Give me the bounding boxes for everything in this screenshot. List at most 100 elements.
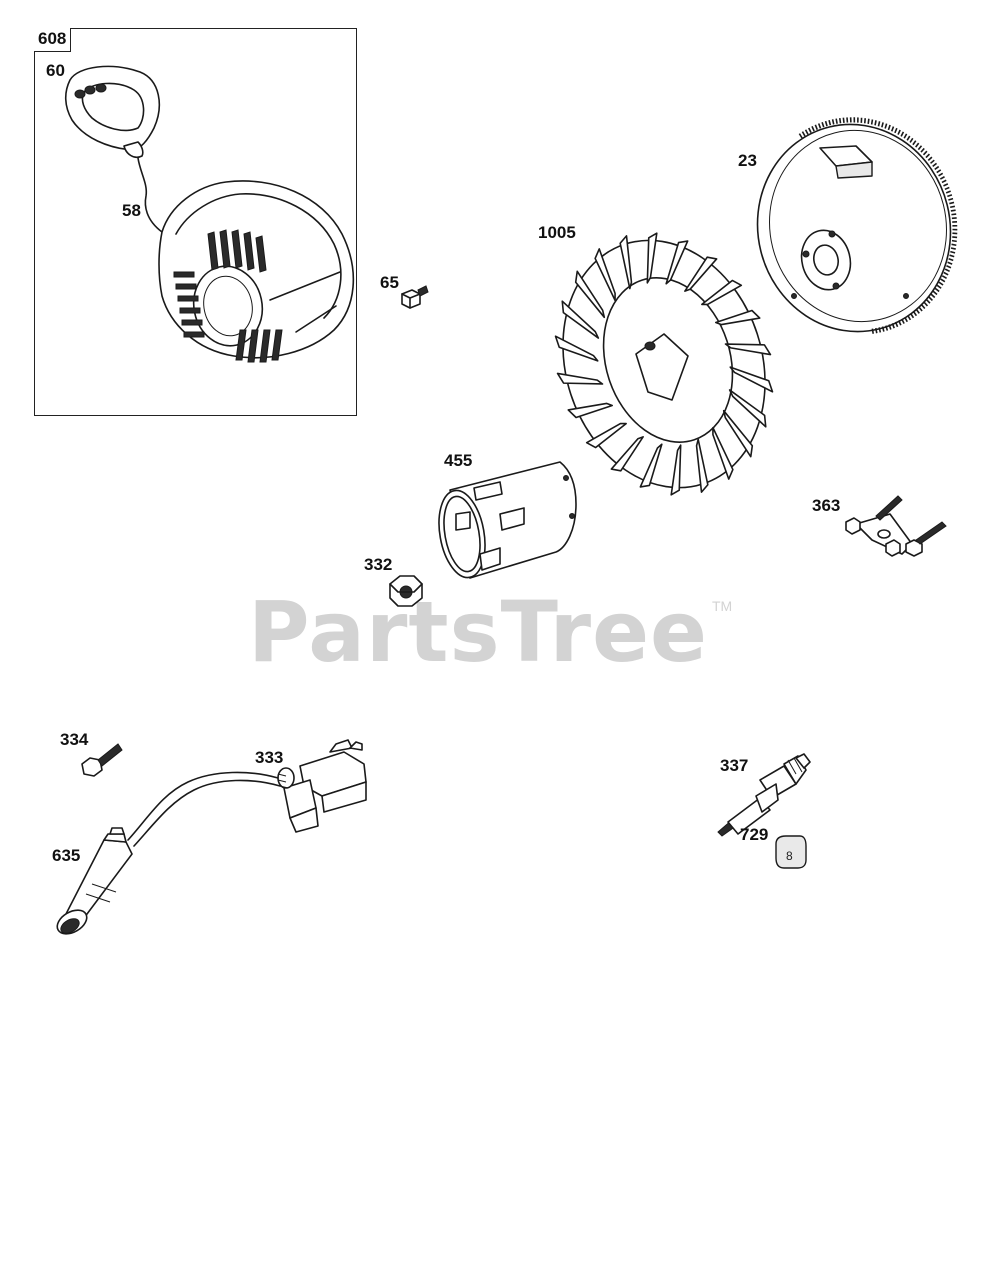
fan-part[interactable]	[532, 214, 796, 514]
gear-tooth	[917, 145, 923, 151]
gear-tooth	[912, 310, 918, 317]
fan-blade	[619, 235, 633, 290]
label-337[interactable]: 337	[720, 756, 749, 775]
gear-tooth	[910, 313, 915, 319]
gear-tooth	[907, 314, 912, 321]
gear-tooth	[838, 117, 842, 124]
fan-blade	[684, 256, 718, 292]
gear-tooth	[804, 129, 809, 135]
gear-tooth	[888, 324, 892, 330]
fan-blade	[665, 240, 689, 285]
gear-tooth	[943, 183, 949, 187]
gear-tooth	[930, 293, 936, 299]
gear-tooth	[885, 325, 889, 331]
label-332[interactable]: 332	[364, 555, 393, 574]
label-60[interactable]: 60	[46, 61, 65, 80]
gear-tooth	[951, 239, 957, 243]
gear-tooth	[936, 169, 942, 174]
label-334[interactable]: 334	[60, 730, 89, 749]
gear-tooth	[915, 142, 920, 148]
gear-tooth	[925, 153, 931, 159]
gear-tooth	[947, 261, 953, 265]
label-363[interactable]: 363	[812, 496, 841, 515]
gear-tooth	[870, 119, 874, 125]
fan-blade	[610, 436, 644, 472]
coil-screw-part[interactable]	[81, 743, 123, 777]
spark-plug-boot-part[interactable]	[53, 771, 281, 938]
gear-tooth	[894, 321, 899, 328]
fan-blade	[561, 300, 600, 339]
gear-tooth	[941, 275, 947, 279]
label-729[interactable]: 729	[740, 825, 769, 844]
gear-tooth	[912, 140, 917, 146]
gear-tooth	[949, 254, 955, 258]
gear-tooth	[952, 236, 958, 239]
gear-tooth	[871, 328, 874, 334]
gear-tooth	[904, 316, 908, 323]
label-455[interactable]: 455	[444, 451, 473, 470]
gear-tooth	[950, 209, 956, 212]
gear-tooth	[928, 296, 933, 301]
gear-tooth	[897, 320, 902, 326]
gear-tooth	[884, 123, 888, 129]
label-23[interactable]: 23	[738, 151, 757, 170]
gear-tooth	[940, 278, 946, 283]
gear-tooth	[936, 284, 942, 289]
fan-blade	[646, 232, 658, 284]
ignition-coil-part[interactable]	[277, 739, 367, 833]
gear-tooth	[932, 162, 938, 167]
starter-cup-part[interactable]	[433, 461, 577, 581]
gear-tooth	[938, 172, 944, 177]
gear-tooth	[944, 268, 950, 273]
gear-tooth	[934, 287, 940, 293]
bracket-part[interactable]	[845, 495, 947, 557]
gear-tooth	[938, 281, 944, 286]
gear-tooth	[808, 127, 812, 133]
flywheel-part[interactable]	[736, 104, 973, 352]
gear-tooth	[817, 123, 822, 129]
fan-blade	[639, 443, 663, 488]
kit-608-box	[34, 28, 357, 416]
gear-tooth	[951, 243, 957, 247]
label-58[interactable]: 58	[122, 201, 141, 220]
gear-tooth	[915, 308, 920, 314]
gear-tooth	[920, 147, 925, 153]
spark-plug-part[interactable]	[717, 753, 811, 837]
tag-729-part[interactable]: 8	[775, 835, 807, 869]
gear-tooth	[918, 306, 923, 312]
label-333[interactable]: 333	[255, 748, 284, 767]
gear-tooth	[903, 133, 908, 139]
rewind-starter-part[interactable]	[158, 180, 355, 363]
label-1005[interactable]: 1005	[538, 223, 576, 242]
gear-tooth	[925, 298, 931, 304]
fan-blade	[729, 366, 774, 393]
gear-tooth	[943, 271, 949, 276]
fan-blade	[712, 426, 734, 480]
gear-tooth	[951, 213, 957, 216]
label-65[interactable]: 65	[380, 273, 399, 292]
gear-tooth	[875, 327, 878, 334]
gear-tooth	[939, 176, 945, 180]
gear-tooth	[950, 247, 956, 250]
gear-tooth	[945, 190, 951, 194]
gear-tooth	[814, 124, 819, 130]
gear-tooth	[878, 327, 882, 333]
gear-tooth	[947, 194, 953, 198]
gear-tooth	[867, 118, 870, 124]
watermark-tm: TM	[712, 598, 733, 614]
kit-608-label[interactable]: 608	[34, 28, 72, 52]
gear-tooth	[811, 126, 815, 132]
flywheel-nut-part[interactable]	[389, 575, 423, 607]
gear-tooth	[927, 156, 933, 161]
starter-handle-part[interactable]	[64, 65, 163, 233]
gear-tooth	[901, 318, 905, 324]
screw-65-part[interactable]	[401, 285, 429, 309]
label-635[interactable]: 635	[52, 846, 81, 865]
gear-tooth	[821, 121, 825, 128]
gear-tooth	[900, 131, 905, 137]
gear-tooth	[948, 197, 954, 201]
fan-blade	[585, 422, 627, 449]
gear-tooth	[798, 133, 803, 139]
watermark: PartsTree	[248, 583, 709, 681]
